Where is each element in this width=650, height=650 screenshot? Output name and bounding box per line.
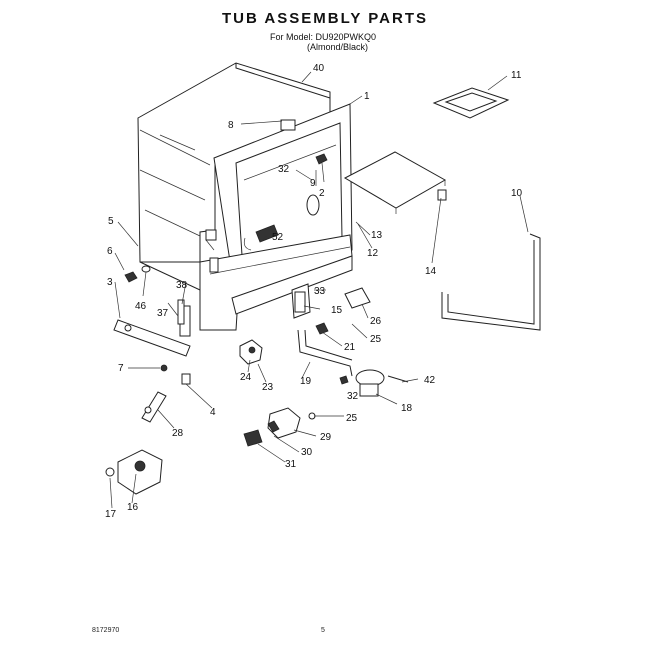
callout-52: 52 — [272, 232, 284, 243]
callout-13: 13 — [371, 230, 383, 241]
callout-2: 2 — [319, 188, 325, 199]
callout-46: 46 — [135, 301, 147, 312]
callout-6: 6 — [107, 246, 113, 257]
callout-15: 15 — [331, 305, 343, 316]
callout-40: 40 — [313, 63, 325, 74]
callout-30: 30 — [301, 447, 313, 458]
tub-base — [199, 229, 353, 331]
callout-24: 24 — [240, 372, 252, 383]
callout-14: 14 — [425, 266, 437, 277]
callout-10: 10 — [511, 188, 523, 199]
callout-18: 18 — [401, 403, 413, 414]
callout-7: 7 — [118, 363, 124, 374]
callout-25b: 25 — [346, 413, 358, 424]
callout-16: 16 — [127, 502, 139, 513]
left-parts — [113, 265, 191, 423]
leader-lines — [109, 71, 529, 509]
callout-19: 19 — [300, 376, 312, 387]
callout-9: 9 — [310, 178, 316, 189]
callout-12: 12 — [367, 248, 379, 259]
page-number: 5 — [321, 627, 325, 634]
center-parts — [239, 283, 409, 447]
door-gasket — [441, 233, 541, 331]
callout-21: 21 — [344, 342, 356, 353]
callout-11: 11 — [511, 70, 522, 81]
callout-4: 4 — [210, 407, 216, 418]
callout-26: 26 — [370, 316, 382, 327]
model-line: For Model: DU920PWKQ0 — [270, 32, 377, 42]
callout-42: 42 — [424, 375, 436, 386]
color-line: (Almond/Black) — [307, 42, 369, 52]
callout-25a: 25 — [370, 334, 382, 345]
spray-arm-part — [343, 87, 510, 214]
callout-37: 37 — [157, 308, 169, 319]
page-title: TUB ASSEMBLY PARTS — [221, 10, 429, 27]
motor-assembly — [105, 449, 163, 495]
callout-38: 38 — [176, 280, 188, 291]
callout-5: 5 — [108, 216, 114, 227]
callout-17: 17 — [105, 509, 117, 520]
callout-8: 8 — [228, 120, 234, 131]
callout-labels: 40 1 11 8 32 9 2 10 13 12 14 5 52 6 3 38… — [105, 63, 523, 520]
callout-32b: 32 — [347, 391, 359, 402]
callout-29: 29 — [320, 432, 332, 443]
callout-23: 23 — [262, 382, 274, 393]
callout-33: 33 — [314, 286, 326, 297]
callout-28: 28 — [172, 428, 184, 439]
callout-32a: 32 — [278, 164, 290, 175]
callout-31: 31 — [285, 459, 297, 470]
document-code: 8172970 — [92, 627, 120, 634]
callout-3: 3 — [107, 277, 113, 288]
callout-1: 1 — [364, 91, 370, 102]
